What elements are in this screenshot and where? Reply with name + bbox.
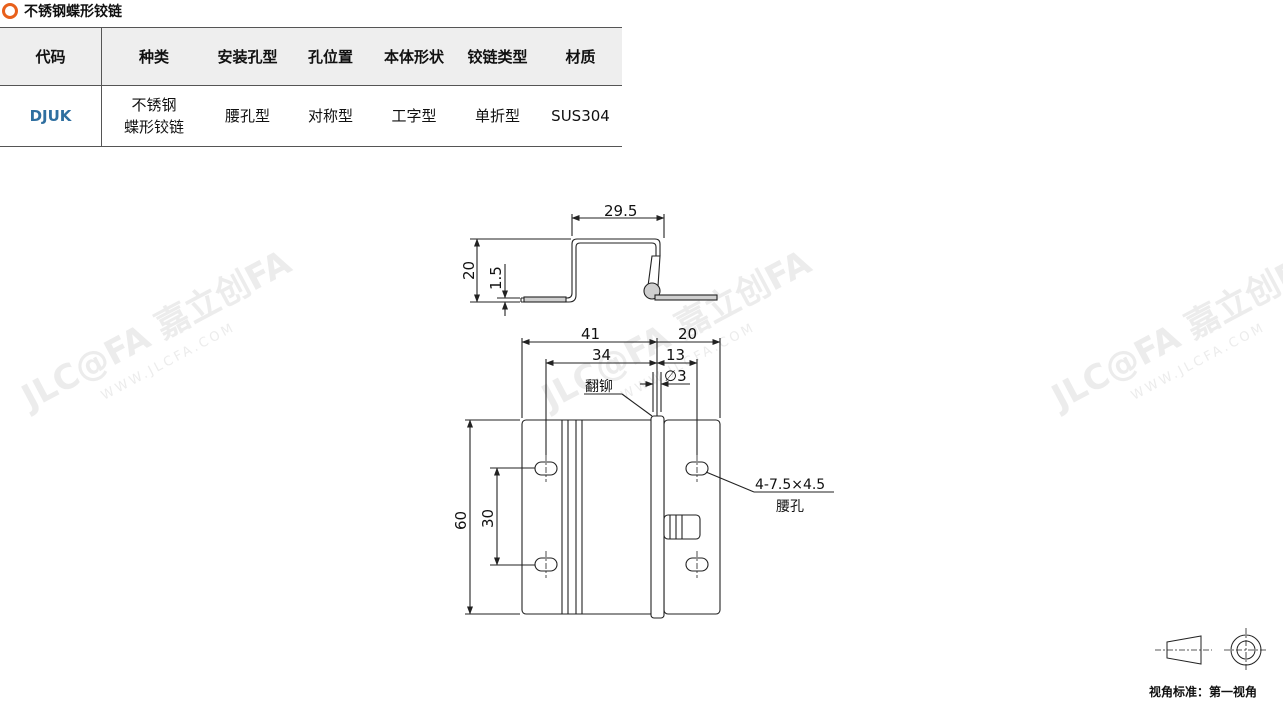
front-view — [465, 338, 834, 619]
spec-table: 代码 种类 安装孔型 孔位置 本体形状 铰链类型 材质 DJUK 不锈钢 蝶形铰… — [0, 27, 622, 147]
cell-body-shape: 工字型 — [372, 85, 456, 147]
table-header-row: 代码 种类 安装孔型 孔位置 本体形状 铰链类型 材质 — [0, 27, 622, 86]
dim-hole-span: 34 — [592, 346, 611, 364]
projection-symbol-icon — [1155, 628, 1268, 672]
dim-pin-offset: 13 — [666, 346, 685, 364]
circle-bullet-icon — [2, 3, 18, 19]
cell-code[interactable]: DJUK — [0, 85, 102, 147]
projection-caption: 视角标准：第一视角 — [1149, 685, 1258, 699]
cell-type: 不锈钢 蝶形铰链 — [101, 85, 206, 147]
dim-hole-pitch: 30 — [479, 509, 497, 528]
cell-material: SUS304 — [539, 85, 622, 147]
header-hinge-type: 铰链类型 — [456, 27, 539, 86]
cell-hole-position: 对称型 — [289, 85, 372, 147]
watermark-brand: JLC@FA 嘉立创FA — [14, 242, 299, 419]
dim-top-width: 29.5 — [604, 202, 637, 220]
header-type: 种类 — [101, 27, 206, 86]
dim-left-width: 41 — [581, 325, 600, 343]
slot-size-label: 4-7.5×4.5 — [755, 477, 825, 493]
section-title: 不锈钢蝶形铰链 — [2, 1, 122, 21]
slot-name-label: 腰孔 — [776, 499, 804, 515]
side-view — [470, 214, 718, 316]
rivet-label: 翻铆 — [585, 379, 613, 395]
dim-total-height: 60 — [452, 511, 470, 530]
header-hole-position: 孔位置 — [289, 27, 372, 86]
header-code: 代码 — [0, 27, 102, 86]
cell-hole-type: 腰孔型 — [206, 85, 289, 147]
cell-type-line2: 蝶形铰链 — [123, 118, 184, 136]
cell-type-line1: 不锈钢 — [131, 96, 177, 114]
dim-thickness: 1.5 — [487, 266, 505, 290]
header-material: 材质 — [539, 27, 622, 86]
cell-hinge-type: 单折型 — [456, 85, 539, 147]
dim-pin-diameter: ∅3 — [664, 367, 687, 385]
watermark-group: JLC@FA 嘉立创FA WWW.JLCFA.COM JLC@FA 嘉立创FA … — [14, 242, 1283, 419]
dim-height: 20 — [460, 261, 478, 280]
header-body-shape: 本体形状 — [372, 27, 456, 86]
section-title-text: 不锈钢蝶形铰链 — [24, 4, 122, 20]
table-row: DJUK 不锈钢 蝶形铰链 腰孔型 对称型 工字型 单折型 SUS304 — [0, 85, 622, 147]
dim-right-width: 20 — [678, 325, 697, 343]
header-hole-type: 安装孔型 — [206, 27, 289, 86]
